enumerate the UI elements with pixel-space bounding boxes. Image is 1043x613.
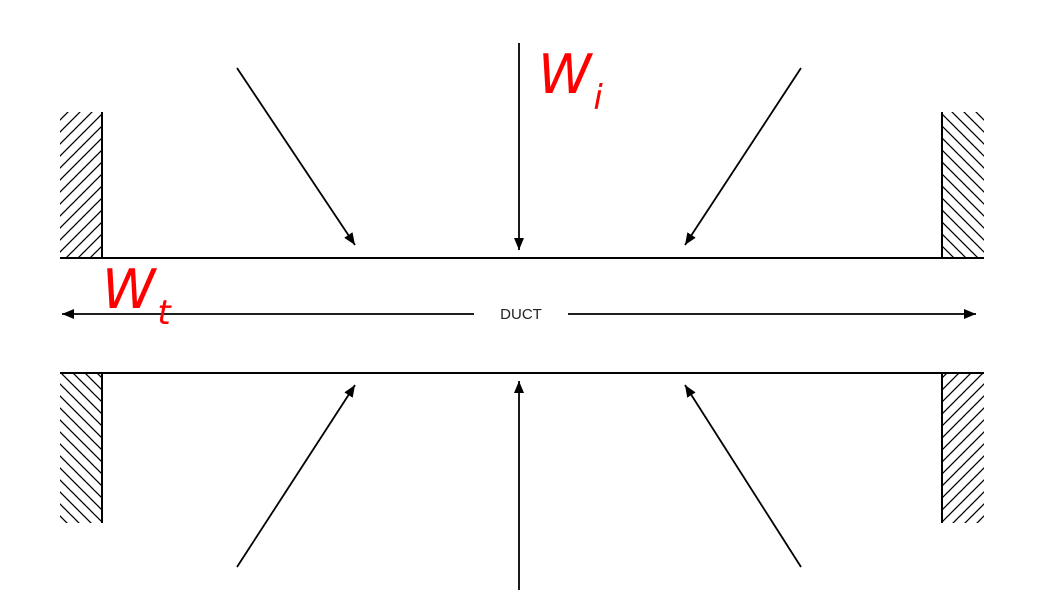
label-transmitted-power: Wt bbox=[102, 258, 172, 333]
incident-arrow-bottom-left bbox=[236, 384, 356, 568]
incident-arrow-top-left bbox=[236, 67, 356, 246]
label-incident-power: Wi bbox=[538, 43, 603, 118]
wall-bottom-left bbox=[60, 373, 103, 523]
wall-bottom-right bbox=[941, 373, 984, 523]
wall-top-right bbox=[941, 112, 984, 258]
wall-top-left bbox=[60, 112, 103, 258]
incident-arrow-top-right bbox=[684, 67, 802, 246]
duct-label: DUCT bbox=[500, 306, 542, 323]
incident-arrow-bottom-right bbox=[684, 384, 802, 568]
